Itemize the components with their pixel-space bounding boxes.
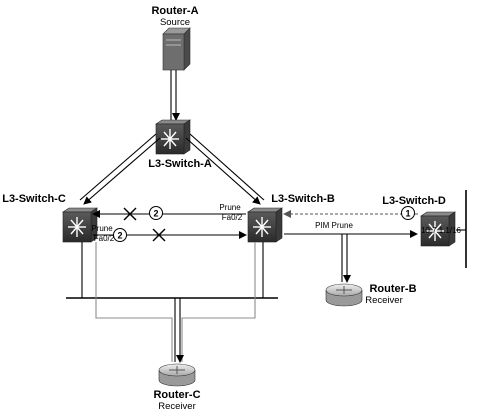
prune-port-bottom: Fa0/2 [94,234,115,243]
step-1-marker: 1 [401,206,415,220]
receiver-path-switchb [181,242,256,362]
link-routera-switcha [170,70,180,121]
router-c-icon [158,363,196,387]
switch-d-label: L3-Switch-D [382,195,446,207]
blocked-x-icon [123,207,137,221]
link-switcha-switchb [185,133,265,205]
switch-a-label: L3-Switch-A [148,158,212,170]
receiver-path-switchc [95,242,173,362]
step-2-marker-bottom: 2 [113,228,127,242]
link-switcha-switchc [79,133,161,205]
router-b-icon [325,283,363,307]
switch-b-label: L3-Switch-B [271,193,335,205]
link-switchb-routerb [341,234,351,283]
prune-label-top: Prune [219,203,241,212]
link-lan-routerc [174,298,184,363]
step-2-marker-top: 2 [149,206,163,220]
router-c-label: Router-C [153,389,200,401]
pim-prune-label: PIM Prune [315,221,353,230]
router-b-label: Router-B [369,283,416,295]
subnet-label: 10.7.1.1/16 [421,226,462,235]
switch-a-icon [155,119,191,155]
router-a-label: Router-A [151,5,198,17]
step-2-number-top: 2 [153,209,158,219]
router-b-role: Receiver [365,295,403,306]
switch-b-icon [247,207,283,243]
blocked-x-icon [152,228,166,242]
prune-port-top: Fa0/2 [222,213,243,222]
switch-c-label: L3-Switch-C [2,193,66,205]
router-c-role: Receiver [158,401,196,412]
router-a-role: Source [160,17,190,28]
step-1-number: 1 [405,209,410,219]
prune-label-bottom: Prune [91,224,113,233]
step-2-number-bottom: 2 [117,231,122,241]
server-icon [162,27,191,71]
